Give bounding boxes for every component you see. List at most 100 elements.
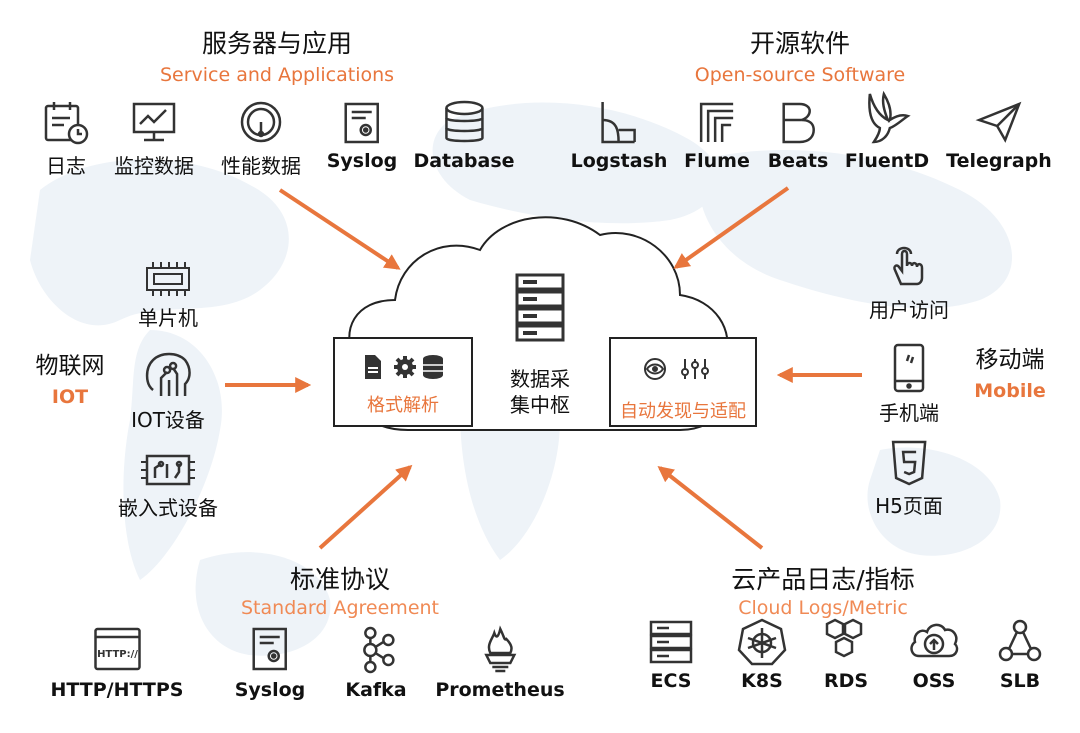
server-rack-icon [649,620,693,664]
source-fluentd-label: FluentD [844,150,930,172]
source-oss-label: OSS [912,670,956,692]
source-syslog-protocol: Syslog [234,625,306,701]
format-parsing-box: 格式解析 [333,337,473,427]
server-apps-subtitle: Service and Applications [159,64,395,86]
source-beats-label: Beats [767,150,829,172]
source-slb: SLB [996,618,1044,692]
source-kafka: Kafka [345,625,407,701]
server-rack-hub-icon [515,273,565,342]
source-syslog: Syslog [326,100,398,172]
eye-icon [644,358,666,380]
source-k8s: K8S [737,618,787,692]
source-syslog-protocol-label: Syslog [234,679,306,701]
source-logstash: Logstash [570,100,668,172]
source-prometheus-label: Prometheus [435,679,565,701]
source-http: HTTP:// HTTP/HTTPS [51,625,184,701]
source-flume: Flume [684,100,750,172]
document-gear-icon [252,627,288,671]
source-kafka-label: Kafka [345,679,407,701]
arrow-open-source [673,186,790,269]
calendar-log-icon [44,102,89,145]
gear-icon [394,356,416,378]
source-embedded: 嵌入式设备 [118,452,218,521]
source-monitor: 监控数据 [114,100,194,179]
parse-icons-group [365,355,443,379]
source-iot-device: IOT设备 [131,350,205,433]
source-slb-label: SLB [999,670,1041,692]
arrow-server-apps [278,188,401,270]
source-ecs: ECS [647,618,695,692]
source-beats: Beats [767,100,829,172]
svg-text:HTTP://: HTTP:// [97,649,138,660]
source-oss: OSS [907,618,961,692]
open-source-title: 开源软件 [749,29,851,58]
discovery-icons-group [644,358,709,380]
network-nodes-icon [998,619,1042,662]
auto-discovery-box: 自动发现与适配 [609,337,757,427]
source-prometheus: Prometheus [435,625,565,701]
source-fluentd: FluentD [845,90,929,172]
source-mobile-phone: 手机端 [879,343,939,426]
logstash-logo-icon [601,102,637,144]
source-h5-page-label: H5页面 [875,494,943,518]
cloud-logs-title: 云产品日志/指标 [731,565,915,594]
sliders-icon [681,359,709,379]
flume-logo-icon [699,102,733,142]
prometheus-torch-icon [483,625,517,673]
source-log: 日志 [42,100,90,179]
cloud-upload-icon [910,623,959,658]
mobile-title: 移动端 [975,347,1045,373]
source-log-label: 日志 [46,154,86,178]
arrow-cloud-logs [657,466,764,550]
beats-logo-icon [782,102,816,144]
chip-icon [146,262,190,296]
circuit-head-icon [145,352,191,396]
source-http-label: HTTP/HTTPS [50,679,184,701]
open-source-subtitle: Open-source Software [694,64,906,86]
source-syslog-label: Syslog [326,150,398,172]
source-mcu-label: 单片机 [138,306,198,330]
source-embedded-label: 嵌入式设备 [118,496,218,520]
source-telegraph-label: Telegraph [946,150,1052,172]
source-ecs-label: ECS [650,670,692,692]
finger-tap-icon [893,246,924,286]
source-rds-label: RDS [823,670,869,692]
format-parsing-label: 格式解析 [367,395,439,416]
monitor-chart-icon [132,102,176,142]
arrow-protocols [318,464,413,550]
source-rds: RDS [821,618,871,692]
source-logstash-label: Logstash [570,150,668,172]
hexagons-icon [825,618,863,658]
source-iot-device-label: IOT设备 [131,408,205,432]
document-gear-icon [344,102,380,144]
protocols-subtitle: Standard Agreement [241,597,439,619]
source-performance-label: 性能数据 [221,154,301,178]
source-monitor-label: 监控数据 [114,154,194,178]
kafka-logo-icon [362,626,395,674]
gauge-icon [240,101,282,143]
source-database-label: Database [413,150,515,172]
source-database: Database [413,100,515,172]
source-mobile-phone-label: 手机端 [879,401,939,425]
paper-plane-icon [975,101,1022,143]
kubernetes-icon [737,618,787,666]
html5-icon [891,440,927,486]
fluentd-bird-icon [868,90,911,144]
cloud-logs-subtitle: Cloud Logs/Metric [738,597,908,619]
source-user-access: 用户访问 [869,240,949,323]
source-telegraph: Telegraph [946,100,1052,172]
source-user-access-label: 用户访问 [869,298,949,322]
smartphone-icon [893,343,925,393]
database-icon [444,100,484,143]
hub-label: 数据采 集中枢 [510,366,570,418]
embedded-board-icon [141,454,195,486]
document-icon [365,355,381,379]
database-icon [423,355,443,379]
hub-label-line1: 数据采 [510,367,570,391]
source-flume-label: Flume [684,150,750,172]
iot-title: 物联网 [35,353,105,379]
source-h5-page: H5页面 [875,440,943,519]
hub-label-line2: 集中枢 [510,393,570,417]
server-apps-title: 服务器与应用 [201,29,353,58]
http-browser-icon: HTTP:// [93,627,141,671]
